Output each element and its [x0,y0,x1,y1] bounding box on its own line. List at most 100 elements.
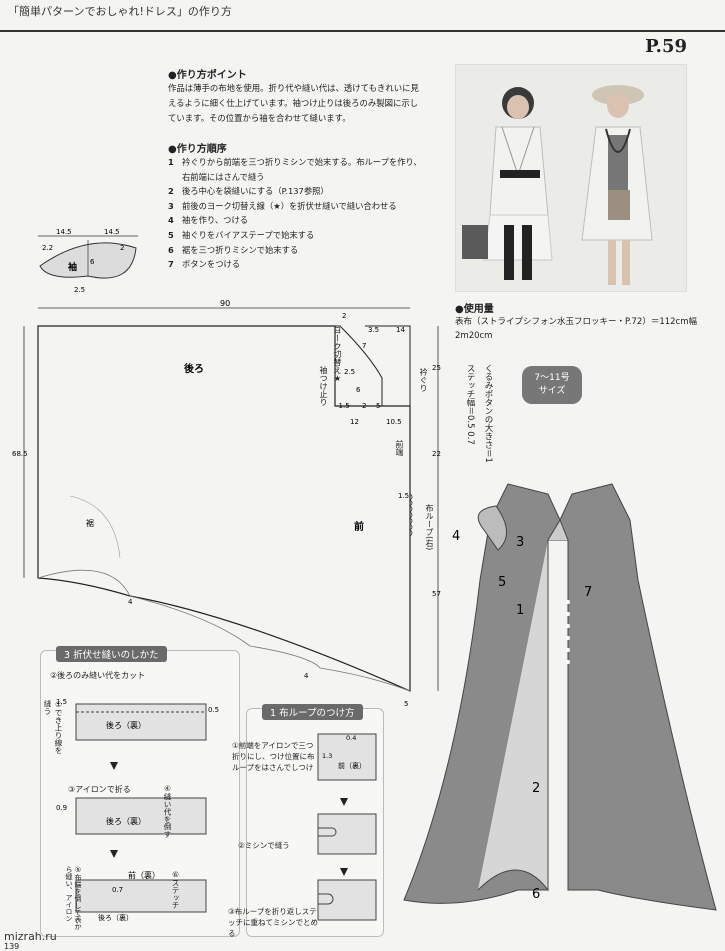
main-pattern: 90 68.5 後ろ 前 裾 2 3.5 14 7 25 2.5 6 -1.5 … [12,299,441,708]
button-size-note: くるみボタンの大きさ＝1 [483,364,493,463]
materials-amount: 2m20cm [455,331,493,341]
fell-front-wrong: 前（裏） [128,870,160,880]
pattern-width: 90 [220,299,230,308]
page-number: P.59 [645,36,687,57]
pattern-dim: 7 [362,342,366,350]
arrow-down-icon [110,762,118,770]
fell-num: 0.5 [208,706,219,714]
order-step: 右前端にはさんで縫う [182,171,265,182]
sleeve-stop-label: 袖つけ止り [319,366,328,406]
fell-back-wrong-2: 後ろ（裏） [106,816,146,826]
pattern-dim: 1.5 [398,492,409,500]
fell-back-wrong-3: 後ろ（裏） [98,913,133,922]
materials-section: ●使用量 表布（ストライプシフォン水玉フロッキー・P.72）＝112cm幅 2m… [455,300,715,343]
fell-stitch-label: ⑥ステッチ [171,870,180,909]
sleeve-dim: 6 [90,258,95,266]
fell-step-cut: ②後ろのみ縫い代をカット [50,671,146,680]
fell-step-iron: ③アイロンで折る [68,785,131,794]
loop-front-wrong: 前（裏） [338,761,366,770]
pattern-dim: 5 [404,700,408,708]
pattern-dim: 12 [350,418,359,426]
sleeve-pattern: 14.5 14.5 2.2 2 6 袖 2.5 [38,228,138,294]
model-photo [455,64,687,292]
points-line: えるように細く仕上げています。袖つけ止りは後ろのみ製図に示し [168,98,419,108]
size-badge: 7〜11号 サイズ [522,366,582,404]
fell-num: 1.5 [56,698,67,706]
pattern-dim: 2 [362,402,366,410]
pattern-dim: 6 [356,386,361,394]
pattern-dim: 10.5 [386,418,402,426]
sleeve-dim: 2 [120,244,124,252]
callout-7: 7 [584,585,592,600]
pattern-dim: 2 [342,312,346,320]
footer-page: 139 [4,942,20,951]
model-photo-art [456,65,686,291]
sleeve-dim: 14.5 [56,228,72,236]
pattern-dim: 3.5 [368,326,379,334]
pattern-dim: 4 [304,672,309,680]
fell-seam-title: 3 折伏せ縫いのしかた [56,646,167,662]
fell-step-turn: ④縫い代を倒す [163,784,172,838]
points-line: ています。その位置から袖を合わせて縫います。 [168,113,351,123]
pattern-dim: 4 [128,598,133,606]
fell-step-stitch: ⑤布端を倒して表から縫い、アイロン [65,866,82,930]
pattern-dim: -1.5 [336,402,350,410]
order-heading: 作り方順序 [176,144,227,155]
sleeve-label: 袖 [67,261,77,273]
pattern-dim: 57 [432,590,441,598]
header-rule [0,30,725,32]
bullet-icon: ● [455,304,464,315]
bullet-icon: ● [168,144,177,155]
header-title: 「簡単パターンでおしゃれ!ドレス」の作り方 [8,5,232,18]
materials-fabric: 表布（ストライプシフォン水玉フロッキー・P.72）＝112cm幅 [455,317,697,327]
callout-6: 6 [532,887,540,902]
fell-seam-line: ①でき上り線を縫う [43,700,63,754]
fell-num: 0.9 [56,804,67,812]
arrow-down-icon [110,850,118,858]
neckline-label: 衿ぐり [419,368,428,392]
yoke-label: ヨーク切替え★ [333,326,342,383]
points-heading: 作り方ポイント [176,70,247,81]
fell-seam-diagram: 1.5 0.5 後ろ（裏） 0.9 後ろ（裏） 前（裏） 0.7 後ろ（裏） [56,698,219,922]
callout-1: 1 [516,603,524,618]
front-label: 前 [354,520,364,533]
hem-label: 裾 [86,518,94,528]
loop-step-1: ①前端をアイロンで三つ折りにし、つけ位置に布ループをはさんでしつけ [232,741,315,772]
size-label: 7〜11号 [534,373,570,383]
pattern-dim: 5 [376,402,380,410]
loop-diagram: 0.4 1.3 前（裏） [317,733,377,921]
pattern-dim: 2.5 [344,368,355,376]
sleeve-dim: 14.5 [104,228,120,236]
sleeve-dim: 2.2 [42,244,53,252]
materials-heading: 使用量 [463,304,494,315]
stitch-width-note: ステッチ幅＝0.5 0.7 [465,364,475,445]
arrow-down-icon [340,868,348,876]
points-section: ●作り方ポイント 作品は薄手の布地を使用。折り代や縫い代は、透けてもきれいに見 … [168,66,453,126]
loop-title: 1 布ループのつけ方 [262,704,363,720]
pattern-dim: 22 [432,450,441,458]
callout-2: 2 [532,781,540,796]
front-edge-label: 前端 [395,440,404,456]
points-line: 作品は薄手の布地を使用。折り代や縫い代は、透けてもきれいに見 [168,83,419,93]
fell-back-wrong: 後ろ（裏） [106,720,146,730]
loop-num: 1.3 [322,752,332,760]
garment-illustration: 4 3 5 7 1 2 6 [403,483,717,911]
loop-num: 0.4 [346,734,356,742]
loop-label: 布ループ(右) [425,504,434,551]
callout-3: 3 [516,535,524,550]
callout-5: 5 [498,575,506,590]
pattern-dim: 14 [396,326,405,334]
footer-site: mizrah.ru [4,930,57,943]
sleeve-dim: 2.5 [74,286,85,294]
size-sub: サイズ [538,386,566,396]
loop-step-2: ②ミシンで縫う [238,841,290,850]
bullet-icon: ● [168,70,177,81]
pattern-height: 68.5 [12,450,28,458]
